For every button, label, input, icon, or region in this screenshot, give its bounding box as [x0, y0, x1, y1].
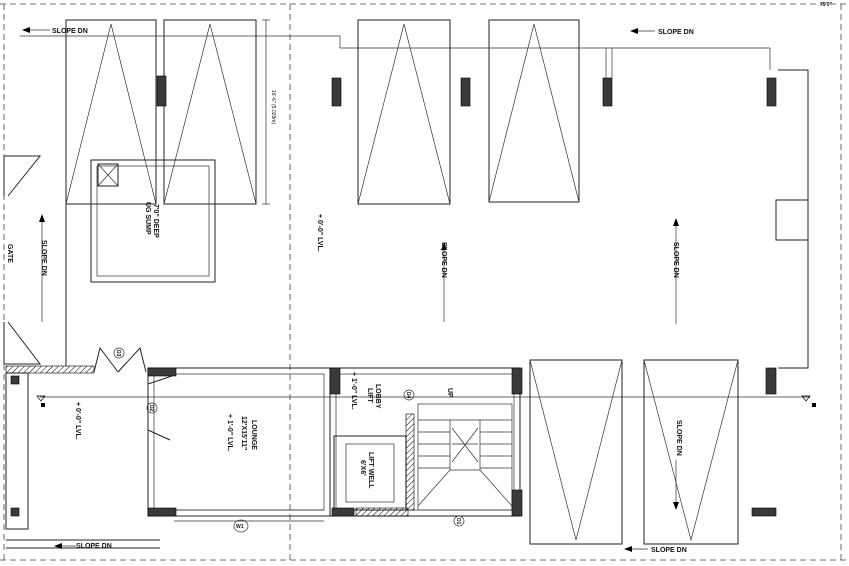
ug-sump: [90, 159, 216, 283]
slope-dn-label-4: SLOPE DN: [440, 242, 447, 278]
plot-boundary: [0, 3, 849, 561]
reference-lines: [20, 35, 810, 398]
door-d3-swing: [93, 346, 147, 373]
slope-dn-label-7: SLOPE DN: [76, 543, 112, 550]
slope-arrows: [22, 27, 679, 552]
window-w1-tag: W1: [236, 524, 244, 530]
gate-wall: [3, 155, 42, 365]
slope-dn-label-2: SLOPE DN: [658, 29, 694, 36]
door-d3-tag: D3: [115, 350, 121, 357]
level-label-3: + 1'-0" LVL.: [350, 372, 357, 410]
door-d2-tag: D2: [148, 405, 154, 412]
entrance-walls: [5, 204, 160, 549]
ug-sump-depth: 7'0" DEEP: [152, 204, 159, 238]
parking-bay-bottom-1: [529, 359, 623, 545]
slope-dn-label-3: SLOPE DN: [40, 240, 47, 276]
lounge-room: [147, 367, 331, 522]
corner-dimension-label: 75'0": [820, 2, 833, 8]
right-wall-recess: [775, 199, 808, 241]
level-markers: [36, 48, 816, 407]
dimension-line: [262, 19, 270, 205]
gate-label: GATE: [6, 244, 13, 263]
stair-up-label: UP: [446, 388, 453, 398]
lift-lobby-label-2: LOBBY: [374, 384, 381, 409]
staircase: [417, 403, 513, 511]
lounge-size-label: 12'X15'11": [240, 416, 247, 450]
right-wall-outline: [778, 69, 809, 369]
slope-dn-label-6: SLOPE DN: [675, 420, 682, 456]
lift-core: [329, 367, 521, 517]
lift-lobby-label-1: LIFT: [366, 388, 373, 403]
lift-well-label-2: 6'X6': [359, 460, 366, 476]
slope-dn-label-8: SLOPE DN: [651, 547, 687, 554]
parking-bay-top-4: [488, 19, 580, 203]
parking-bay-top-3: [357, 19, 451, 205]
dimension-text: 16'-6" (5.029m): [270, 90, 276, 124]
slope-dn-label-5: SLOPE DN: [672, 242, 679, 278]
parking-bay-bottom-2: [643, 359, 739, 545]
level-label-4: + 1'-0" LVL.: [226, 414, 233, 452]
ug-sump-label: UG SUMP: [144, 202, 151, 235]
level-label-2: + 0'-0" LVL.: [74, 402, 81, 440]
level-label-1: + 0'-0" LVL.: [316, 214, 323, 252]
columns: [10, 75, 777, 517]
lounge-label: LOUNGE: [250, 420, 257, 450]
opening-tags: [113, 347, 465, 533]
door-d1-tag: D1: [455, 518, 461, 525]
lift-well-label-1: LIFT WELL: [367, 452, 374, 489]
door-d4-tag: D4: [405, 392, 411, 399]
parking-bay-top-1: [65, 19, 157, 205]
parking-bay-top-2: [163, 19, 257, 205]
slope-dn-label-1: SLOPE DN: [52, 28, 88, 35]
